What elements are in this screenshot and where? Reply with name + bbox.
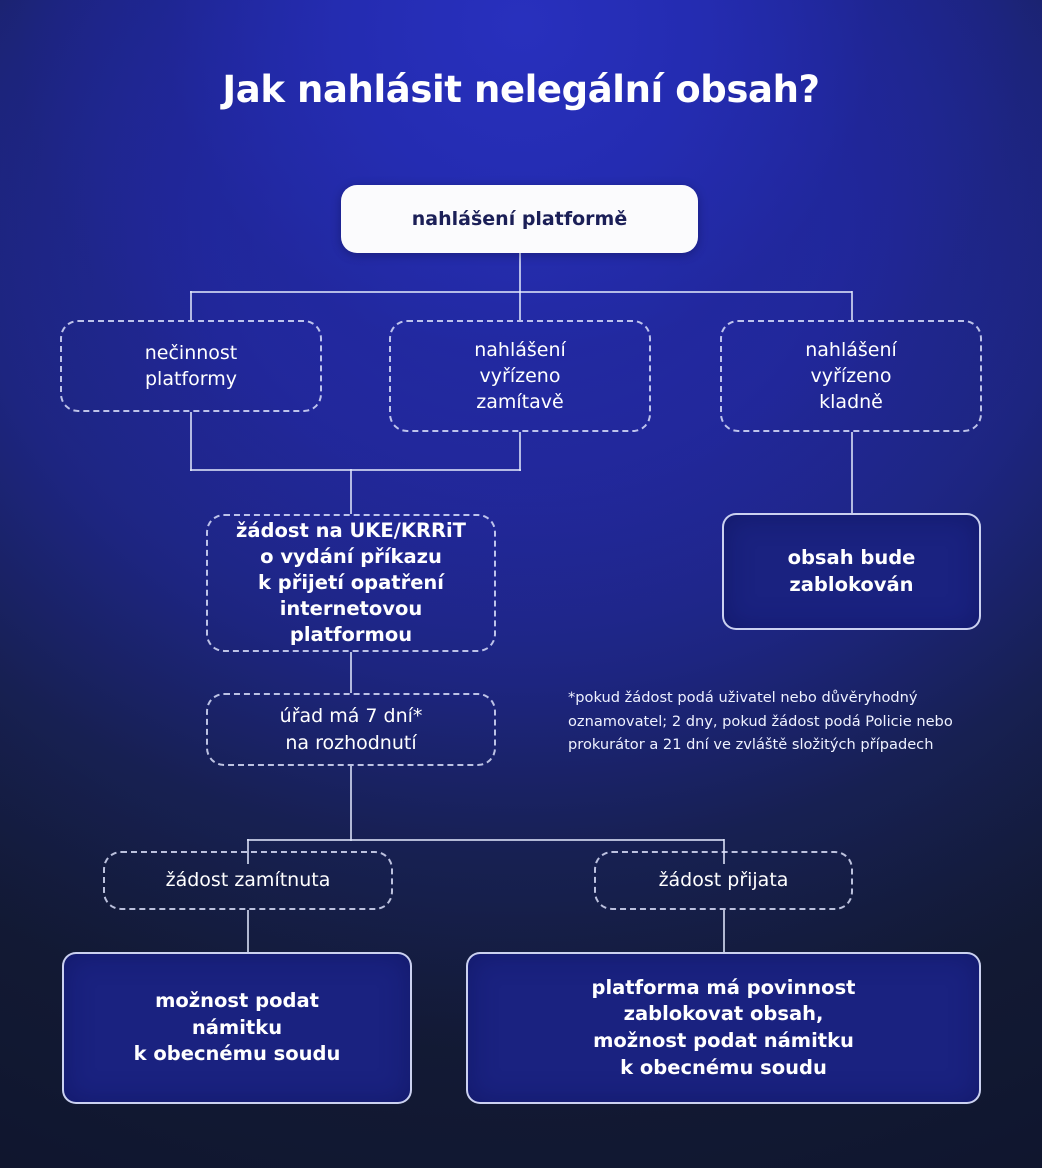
node-report-rejected-line-3: zamítavě bbox=[476, 391, 564, 414]
node-request-denied-label: žádost zamítnuta bbox=[165, 869, 331, 892]
node-content-blocked-line-2: zablokován bbox=[789, 572, 914, 596]
connector-to-rejected bbox=[519, 291, 521, 320]
connector-split-bar-bottom bbox=[247, 839, 724, 841]
node-platform-must-block-line-4: k obecnému soudu bbox=[620, 1055, 827, 1079]
node-office-deadline-line-1: úřad má 7 dní* bbox=[279, 705, 423, 728]
node-inaction-line-2: platformy bbox=[145, 368, 237, 390]
node-report-accepted-line-1: nahlášení bbox=[805, 338, 897, 361]
connector-to-accepted bbox=[851, 291, 853, 320]
node-report-accepted-line-2: vyřízeno bbox=[810, 364, 892, 387]
node-platform-must-block-line-3: možnost podat námitku bbox=[593, 1029, 854, 1052]
footnote-line-2: oznamovatel; 2 dny, pokud žádost podá Po… bbox=[568, 712, 953, 730]
node-request-uke-line-4: internetovou platformou bbox=[279, 597, 423, 647]
footnote-deadline: *pokud žádost podá uživatel nebo důvěryh… bbox=[568, 686, 988, 757]
node-office-deadline-line-2: na rozhodnutí bbox=[285, 731, 417, 754]
footnote-line-3: prokurátor a 21 dní ve zvláště složitých… bbox=[568, 736, 934, 754]
page-title: Jak nahlásit nelegální obsah? bbox=[222, 68, 820, 111]
connector-uke-to-deadline bbox=[350, 652, 352, 693]
node-report-platform[interactable]: nahlášení platformě bbox=[341, 185, 698, 253]
node-objection-court[interactable]: možnost podat námitku k obecnému soudu bbox=[62, 952, 412, 1104]
node-request-uke-line-1: žádost na UKE/KRRiT bbox=[236, 518, 466, 542]
node-content-blocked-line-1: obsah bude bbox=[787, 545, 916, 569]
node-platform-must-block[interactable]: platforma má povinnost zablokovat obsah,… bbox=[466, 952, 981, 1104]
node-platform-must-block-line-1: platforma má povinnost bbox=[591, 975, 856, 999]
node-request-granted[interactable]: žádost přijata bbox=[594, 851, 853, 910]
node-request-uke-line-3: k přijetí opatření bbox=[258, 570, 444, 594]
node-report-rejected-line-1: nahlášení bbox=[474, 338, 566, 361]
node-report-accepted[interactable]: nahlášení vyřízeno kladně bbox=[720, 320, 982, 432]
node-inaction[interactable]: nečinnost platformy bbox=[60, 320, 322, 412]
connector-accepted-to-blocked bbox=[851, 432, 853, 513]
node-platform-must-block-line-2: zablokovat obsah, bbox=[623, 1002, 824, 1026]
node-report-rejected[interactable]: nahlášení vyřízeno zamítavě bbox=[389, 320, 651, 432]
connector-merge-to-uke bbox=[350, 469, 352, 514]
node-inaction-line-1: nečinnost bbox=[144, 341, 238, 364]
connector-inaction-down bbox=[190, 412, 192, 471]
node-report-accepted-line-3: kladně bbox=[819, 391, 883, 414]
connector-root-down bbox=[519, 253, 521, 293]
connector-merge-bar bbox=[190, 469, 521, 471]
node-objection-court-line-1: možnost podat bbox=[155, 989, 319, 1013]
node-request-uke-line-2: o vydání příkazu bbox=[260, 544, 442, 568]
node-request-denied[interactable]: žádost zamítnuta bbox=[103, 851, 393, 910]
connector-granted-to-platform bbox=[723, 910, 725, 952]
node-content-blocked[interactable]: obsah bude zablokován bbox=[722, 513, 981, 630]
connector-rejected-down bbox=[519, 432, 521, 471]
node-request-uke[interactable]: žádost na UKE/KRRiT o vydání příkazu k p… bbox=[206, 514, 496, 652]
connector-denied-to-objection bbox=[247, 910, 249, 952]
connector-split-bar-top bbox=[190, 291, 852, 293]
node-office-deadline[interactable]: úřad má 7 dní* na rozhodnutí bbox=[206, 693, 496, 766]
connector-to-inaction bbox=[190, 291, 192, 320]
node-report-platform-label: nahlášení platformě bbox=[411, 207, 628, 230]
node-objection-court-line-3: k obecnému soudu bbox=[133, 1042, 341, 1066]
node-request-granted-label: žádost přijata bbox=[658, 869, 789, 892]
node-objection-court-line-2: námitku bbox=[191, 1015, 283, 1039]
connector-deadline-down bbox=[350, 766, 352, 841]
node-report-rejected-line-2: vyřízeno bbox=[479, 364, 561, 387]
footnote-line-1: *pokud žádost podá uživatel nebo důvěryh… bbox=[568, 689, 918, 706]
